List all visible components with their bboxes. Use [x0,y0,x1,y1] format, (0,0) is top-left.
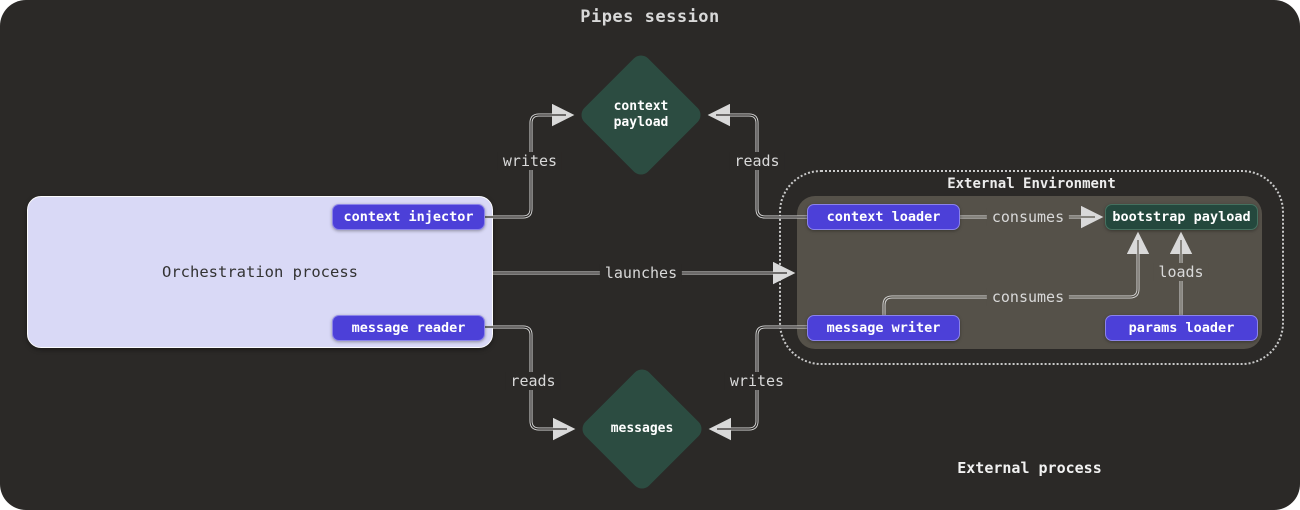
orchestration-process-label: Orchestration process [162,263,358,281]
external-process-label: External process [957,459,1102,477]
context-payload-node: context payload [577,51,705,179]
messages-label: messages [610,420,674,436]
message-writer-node: message writer [807,315,960,341]
params-loader-node: params loader [1105,315,1258,341]
edge-label-loads: loads [1153,263,1209,281]
message-reader-node: message reader [332,315,485,341]
external-environment-label: External Environment [947,176,1116,192]
context-payload-label: context payload [613,98,669,130]
context-injector-node: context injector [332,204,485,230]
bootstrap-payload-node: bootstrap payload [1105,204,1258,230]
diagram-title: Pipes session [580,7,720,27]
edge-label-consumes-top: consumes [986,208,1070,226]
edge-label-reads-bottom: reads [505,372,561,390]
context-loader-node: context loader [807,204,960,230]
messages-node: messages [578,365,706,493]
edge-label-writes-bottom: writes [724,372,790,390]
edge-label-consumes-bottom: consumes [986,288,1070,306]
edge-label-reads-top: reads [729,152,785,170]
edge-label-writes-top: writes [497,152,563,170]
edge-label-launches: launches [599,264,683,282]
